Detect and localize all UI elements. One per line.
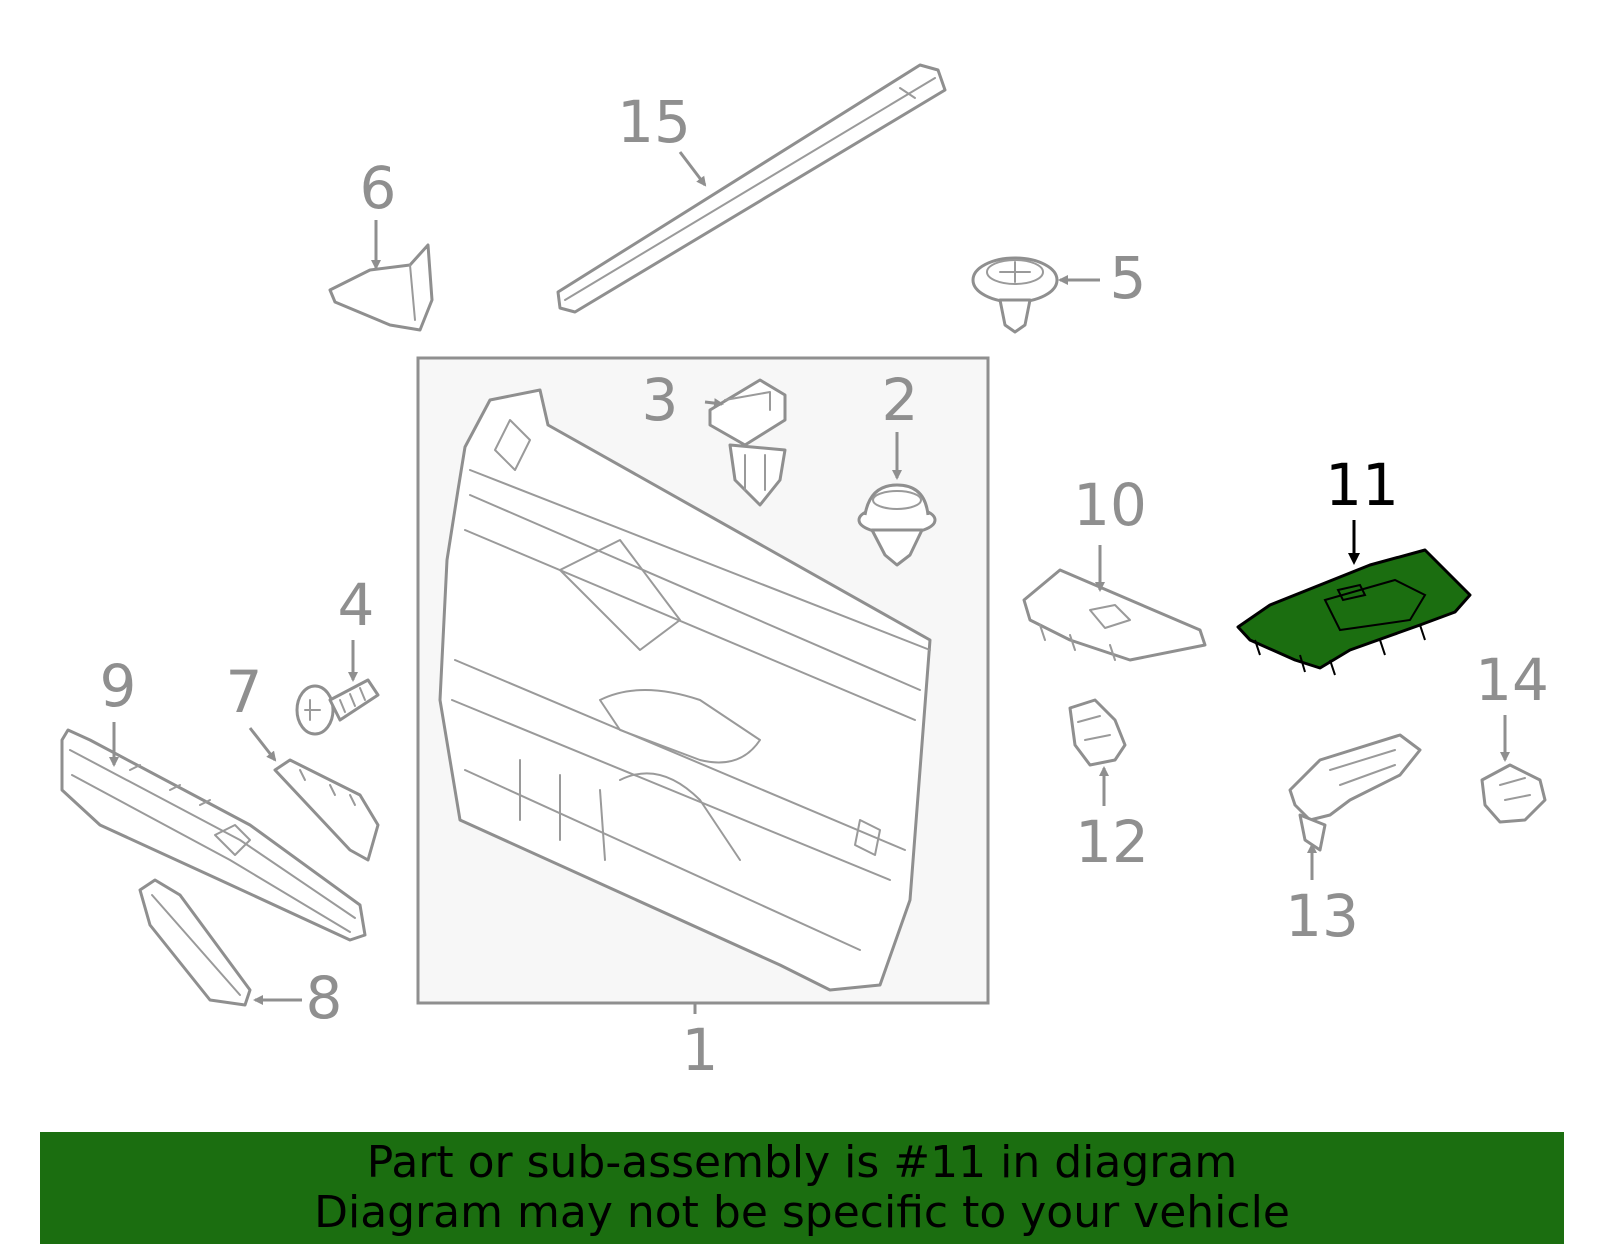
callout-10: 10 [1073, 471, 1147, 539]
part-12-switch[interactable] [1068, 698, 1127, 767]
callout-5: 5 [1110, 244, 1147, 312]
callout-4: 4 [338, 571, 375, 639]
callout-8: 8 [306, 964, 343, 1032]
part-3-retainer[interactable] [708, 378, 787, 507]
callout-9: 9 [100, 652, 137, 720]
callout-13: 13 [1285, 882, 1359, 950]
part-6-cover[interactable] [328, 243, 434, 332]
callout-11: 11 [1325, 451, 1399, 519]
callout-15: 15 [617, 88, 691, 156]
part-14-switch[interactable] [1480, 763, 1547, 824]
part-15-weatherstrip[interactable] [556, 63, 947, 314]
part-1-door-trim-panel[interactable] [416, 356, 990, 1005]
callout-7: 7 [226, 658, 263, 726]
notice-banner: Part or sub-assembly is #11 in diagram D… [40, 1132, 1564, 1244]
callout-3: 3 [642, 366, 679, 434]
part-11-switch-bezel-highlighted[interactable] [1236, 548, 1472, 676]
callout-1: 1 [682, 1016, 719, 1084]
part-8-insert[interactable] [138, 878, 252, 1007]
part-2-clip[interactable] [857, 483, 937, 567]
part-10-switch-bezel[interactable] [1022, 568, 1207, 662]
part-4-screw[interactable] [295, 678, 380, 736]
callout-14: 14 [1475, 646, 1549, 714]
part-9-armrest-trim[interactable] [60, 728, 367, 942]
callout-12: 12 [1075, 808, 1149, 876]
banner-line-2: Diagram may not be specific to your vehi… [314, 1187, 1290, 1238]
callout-2: 2 [882, 366, 919, 434]
part-7-trim[interactable] [273, 758, 380, 862]
part-13-window-switch[interactable] [1288, 733, 1422, 852]
banner-line-1: Part or sub-assembly is #11 in diagram [366, 1137, 1238, 1188]
part-5-clip[interactable] [971, 256, 1059, 334]
callout-6: 6 [360, 154, 397, 222]
